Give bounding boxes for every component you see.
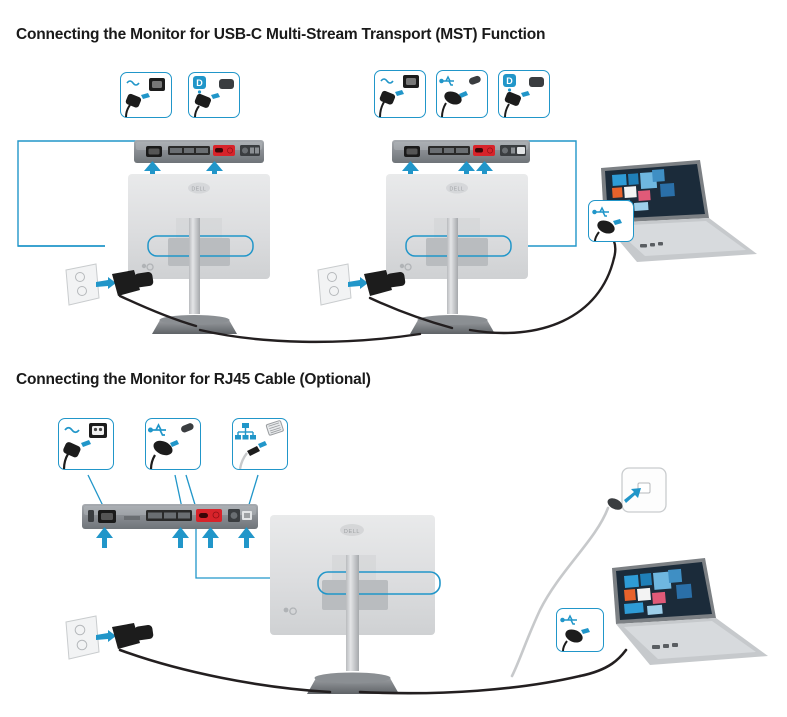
laptop-ports (640, 242, 663, 248)
laptop-mst (601, 160, 757, 262)
displayport-icon (193, 76, 206, 89)
blue-arrow-jack (624, 488, 641, 503)
wall-network-jack (607, 467, 667, 513)
page-title-mst: Connecting the Monitor for USB-C Multi-S… (16, 26, 546, 43)
stand-neck-right (447, 218, 458, 314)
cables-rj45 (118, 506, 628, 695)
wall-outlet-right (317, 263, 406, 306)
callout-rj45-usbc[interactable] (145, 418, 201, 470)
ac-power-icon (380, 78, 394, 84)
svg-text:DELL: DELL (344, 529, 360, 535)
dell-logo-left (188, 182, 210, 194)
dell-logo (340, 524, 364, 536)
rj45-jack-glyph (265, 420, 284, 436)
usb-icon (592, 206, 609, 217)
dp-port-glyph (219, 79, 234, 89)
usb-icon (439, 75, 454, 86)
wall-outlet (65, 615, 154, 660)
laptop-rj45 (612, 558, 768, 665)
usb-c-port-glyph (468, 75, 481, 85)
diagram-rj45: DELL (0, 400, 787, 717)
wall-outlet-left (65, 263, 154, 306)
callout-rj45-lan[interactable] (232, 418, 288, 470)
cutout-highlight-left (147, 235, 254, 257)
usb-c-port-glyph (181, 423, 194, 433)
displayport-icon (503, 74, 516, 87)
monitor-rj45: DELL (82, 504, 441, 694)
svg-text:DELL: DELL (450, 187, 465, 193)
blue-arrows-left (144, 161, 223, 180)
ac-power-icon (64, 426, 80, 434)
svg-text:D: D (196, 78, 203, 88)
usb-icon (560, 614, 577, 625)
rj45-port-right (517, 147, 525, 154)
stand-neck-left (189, 218, 200, 314)
svg-text:DELL: DELL (192, 187, 207, 193)
usb-icon (147, 423, 166, 436)
cutout-highlight (317, 571, 441, 595)
callout-rj45-laptop-usbc[interactable] (556, 608, 604, 652)
cables-mst (118, 228, 617, 344)
monitor-left: DELL (128, 140, 270, 334)
network-icon (235, 423, 256, 440)
blue-arrows (96, 527, 255, 548)
callout-mst-dp-1[interactable]: D (188, 72, 240, 118)
callout-mst-ac-1[interactable] (120, 72, 172, 118)
cutout-highlight-right (405, 235, 512, 257)
svg-text:D: D (506, 76, 513, 86)
dell-logo-right (446, 182, 468, 194)
stand-neck (346, 555, 359, 671)
ac-power-icon (126, 80, 140, 86)
diagram-mst: DELL (0, 58, 787, 353)
callout-rj45-ac[interactable] (58, 418, 114, 470)
callout-mst-ac-2[interactable] (374, 70, 426, 118)
laptop-screen-tiles (623, 568, 693, 615)
callout-mst-laptop-usbc[interactable] (588, 200, 634, 242)
laptop-ports (652, 643, 678, 649)
callout-mst-dp-2[interactable]: D (498, 70, 550, 118)
monitor-right: DELL (386, 140, 530, 334)
blue-arrows-right (402, 161, 493, 180)
page-title-rj45: Connecting the Monitor for RJ45 Cable (O… (16, 371, 371, 388)
callout-mst-usbc[interactable] (436, 70, 488, 118)
